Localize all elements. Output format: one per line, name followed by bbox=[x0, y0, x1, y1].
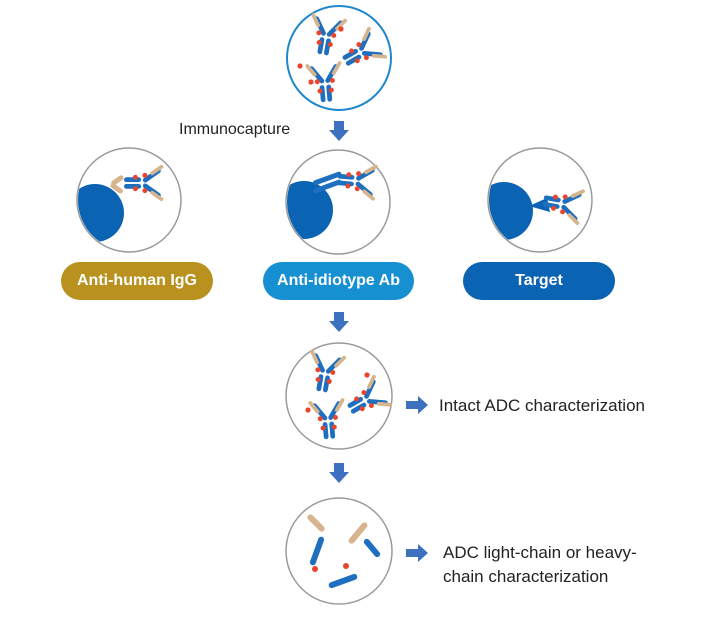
capture-circle-anti-idiotype bbox=[285, 149, 391, 255]
pill-label: Anti-idiotype Ab bbox=[277, 272, 400, 289]
bead-icon bbox=[78, 184, 124, 242]
intact-adc-circle bbox=[285, 342, 394, 450]
arrow-right-icon bbox=[406, 396, 428, 414]
pill-anti-idiotype-ab: Anti-idiotype Ab bbox=[263, 262, 414, 300]
drug-payload-icon bbox=[312, 566, 318, 572]
arrow-down-icon bbox=[329, 463, 349, 483]
intact-adc-label: Intact ADC characterization bbox=[439, 396, 645, 415]
arrow-down-icon bbox=[329, 312, 349, 332]
immunocapture-label: Immunocapture bbox=[179, 121, 290, 138]
reduced-chains-circle bbox=[285, 497, 393, 605]
arrow-down-icon bbox=[329, 121, 349, 141]
pill-label: Anti-human IgG bbox=[77, 272, 197, 289]
drug-payload-icon bbox=[297, 63, 303, 69]
chain-characterization-label-2: chain characterization bbox=[443, 567, 608, 586]
pill-label: Target bbox=[515, 272, 563, 289]
sample-circle bbox=[286, 5, 392, 111]
arrow-right-icon bbox=[406, 544, 428, 562]
pill-anti-human-igg: Anti-human IgG bbox=[61, 262, 213, 300]
capture-circle-target bbox=[487, 147, 593, 253]
capture-circle-anti-human-igg bbox=[76, 147, 182, 253]
bead-icon bbox=[489, 182, 533, 240]
pill-target: Target bbox=[463, 262, 615, 300]
chain-characterization-label-1: ADC light-chain or heavy- bbox=[443, 543, 637, 562]
